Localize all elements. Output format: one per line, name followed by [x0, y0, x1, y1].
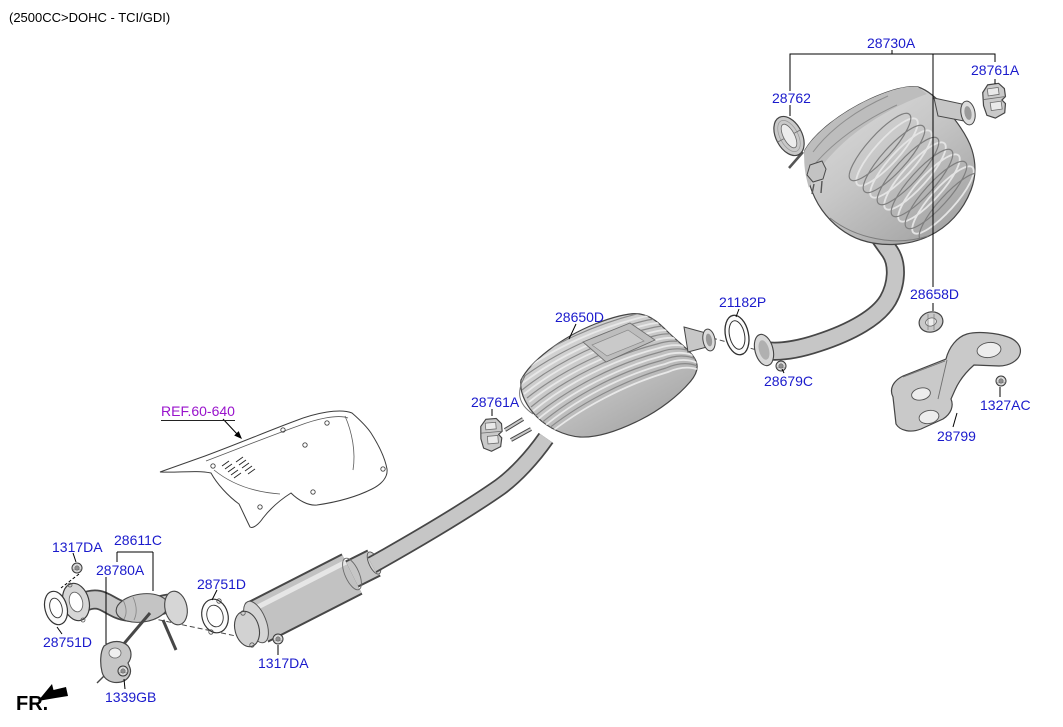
part-label-1317DA-front[interactable]: 1317DA: [52, 539, 103, 555]
rear-muffler-drawing: [788, 85, 976, 246]
part-label-28679C[interactable]: 28679C: [764, 373, 814, 389]
center-muffler-drawing: [503, 313, 716, 442]
front-direction-label: FR.: [16, 693, 49, 715]
part-label-28762[interactable]: 28762: [772, 90, 811, 106]
gasket-28751D-cat-drawing: [201, 598, 229, 635]
center-pipe-drawing: [367, 432, 554, 573]
gasket-21182P-drawing: [724, 314, 750, 356]
heat-shield-hatch: [221, 456, 256, 479]
hanger-28658D-drawing: [918, 311, 944, 333]
bolt-1327AC-icon: [995, 375, 1007, 387]
gasket-28751D-front-drawing: [43, 590, 69, 626]
hanger-28761A-center-drawing: [478, 417, 505, 453]
nut-1317DA-cat-icon: [272, 633, 284, 645]
part-label-28761A-tail[interactable]: 28761A: [971, 62, 1020, 78]
hanger-28761A-tail-drawing: [980, 82, 1009, 121]
part-label-28799[interactable]: 28799: [937, 428, 976, 444]
part-label-28658D[interactable]: 28658D: [910, 286, 960, 302]
ref-arrowhead: [234, 431, 242, 439]
ref-link-60-640[interactable]: REF.60-640: [161, 403, 235, 421]
engine-variant-title: (2500CC>DOHC - TCI/GDI): [9, 10, 171, 25]
part-label-28730A[interactable]: 28730A: [867, 35, 916, 51]
rear-bracket-28799-drawing: [890, 331, 1022, 432]
leader-lines: [56, 50, 1001, 690]
front-direction-arrow-icon: [38, 684, 68, 701]
part-label-28751D-cat[interactable]: 28751D: [197, 576, 247, 592]
heat-shield-drawing: [159, 410, 388, 528]
part-label-1339GB[interactable]: 1339GB: [105, 689, 157, 705]
part-label-28611C[interactable]: 28611C: [114, 532, 163, 548]
nut-28679C-icon: [775, 360, 787, 372]
nut-1339GB-icon: [117, 665, 129, 677]
nut-1317DA-front-icon: [71, 562, 83, 574]
part-label-1327AC[interactable]: 1327AC: [980, 397, 1031, 413]
hanger-bracket-28780A-drawing: [96, 640, 132, 684]
front-pipe-drawing: [61, 582, 188, 651]
part-label-28761A-center[interactable]: 28761A: [471, 394, 520, 410]
part-label-28650D[interactable]: 28650D: [555, 309, 605, 325]
part-label-28780A[interactable]: 28780A: [96, 562, 145, 578]
part-label-1317DA-cat[interactable]: 1317DA: [258, 655, 309, 671]
part-label-21182P[interactable]: 21182P: [719, 294, 767, 310]
hanger-28762-drawing: [773, 115, 805, 157]
part-label-28751D-front[interactable]: 28751D: [43, 634, 93, 650]
catalytic-converter-drawing: [233, 549, 382, 648]
